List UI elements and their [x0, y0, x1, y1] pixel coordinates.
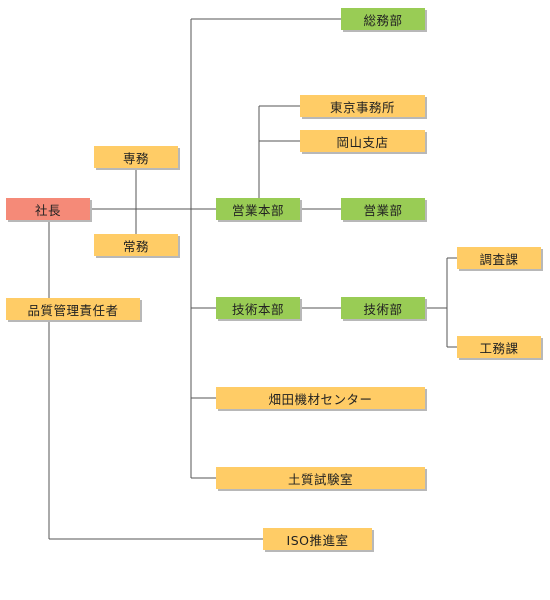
construction-section-box: 工務課	[457, 336, 541, 358]
hatada-center-box: 畑田機材センター	[216, 387, 425, 409]
tech-hq-box: 技術本部	[216, 297, 300, 319]
president-box: 社長	[6, 198, 90, 220]
senmu-box: 専務	[94, 146, 178, 168]
tokyo-office-box: 東京事務所	[300, 95, 425, 117]
jomu-box: 常務	[94, 234, 178, 256]
general-affairs-box: 総務部	[341, 8, 425, 30]
soil-lab-box: 土質試験室	[216, 467, 425, 489]
okayama-branch-box: 岡山支店	[300, 130, 425, 152]
sales-dept-box: 営業部	[341, 198, 425, 220]
survey-section-box: 調査課	[457, 247, 541, 269]
iso-office-box: ISO推進室	[263, 528, 372, 550]
quality-manager-box: 品質管理責任者	[6, 298, 140, 320]
sales-hq-box: 営業本部	[216, 198, 300, 220]
tech-dept-box: 技術部	[341, 297, 425, 319]
